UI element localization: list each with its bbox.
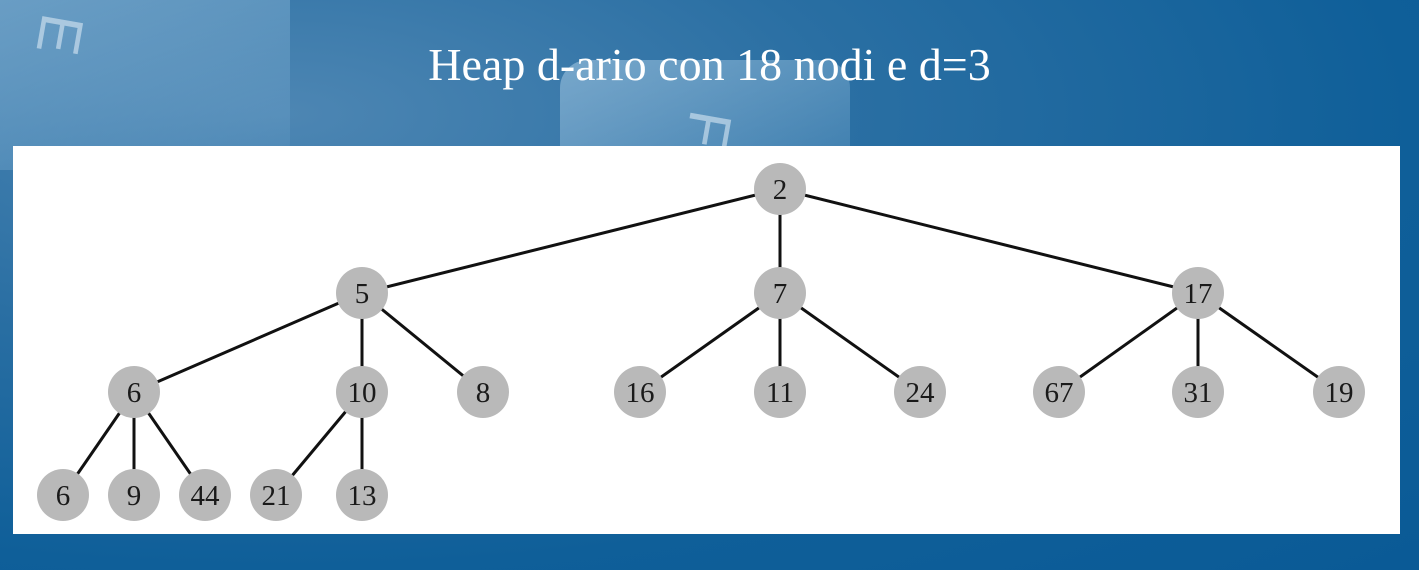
heap-node: 24 — [894, 366, 946, 418]
heap-node: 8 — [457, 366, 509, 418]
heap-node-label: 13 — [348, 480, 377, 512]
heap-node: 6 — [108, 366, 160, 418]
tree-edge — [133, 291, 363, 394]
background-keyboard-key — [0, 0, 290, 170]
heap-node-circle — [250, 469, 302, 521]
heap-node-label: 6 — [56, 480, 71, 512]
heap-node-label: 21 — [262, 480, 291, 512]
heap-node: 10 — [336, 366, 388, 418]
heap-node-circle — [1313, 366, 1365, 418]
heap-node: 9 — [108, 469, 160, 521]
heap-node-circle — [754, 366, 806, 418]
heap-node: 16 — [614, 366, 666, 418]
heap-node-circle — [614, 366, 666, 418]
heap-node-label: 67 — [1045, 377, 1074, 409]
heap-node: 2 — [754, 163, 806, 215]
heap-node: 7 — [754, 267, 806, 319]
heap-node-circle — [894, 366, 946, 418]
tree-edge — [1197, 291, 1340, 394]
heap-node-label: 8 — [476, 377, 491, 409]
heap-node-circle — [457, 366, 509, 418]
heap-node-circle — [336, 469, 388, 521]
heap-node-label: 11 — [766, 377, 794, 409]
heap-node: 6 — [37, 469, 89, 521]
heap-node-label: 6 — [127, 377, 142, 409]
heap-node-label: 5 — [355, 278, 370, 310]
heap-node-circle — [754, 267, 806, 319]
heap-node: 5 — [336, 267, 388, 319]
heap-node-circle — [336, 267, 388, 319]
heap-node-label: 17 — [1184, 278, 1213, 310]
heap-node-circle — [754, 163, 806, 215]
heap-node-label: 16 — [626, 377, 655, 409]
heap-node: 13 — [336, 469, 388, 521]
heap-node-circle — [108, 469, 160, 521]
slide-title: Heap d-ario con 18 nodi e d=3 — [428, 39, 991, 90]
heap-tree-diagram: 2 5 7 17 6 10 8 16 11 24 67 31 19 6 9 44 21 13 — [37, 163, 1365, 521]
heap-diagram-panel: 2 5 7 17 6 10 8 16 11 24 67 31 19 6 9 44 21 13 — [13, 146, 1400, 534]
heap-node: 11 — [754, 366, 806, 418]
heap-node: 21 — [250, 469, 302, 521]
heap-node-label: 19 — [1325, 377, 1354, 409]
heap-node-circle — [336, 366, 388, 418]
heap-node: 17 — [1172, 267, 1224, 319]
tree-edge — [361, 187, 781, 295]
heap-node-label: 7 — [773, 278, 788, 310]
tree-edge — [361, 291, 484, 394]
heap-node-circle — [37, 469, 89, 521]
heap-node-circle — [108, 366, 160, 418]
heap-node: 19 — [1313, 366, 1365, 418]
heap-node: 44 — [179, 469, 231, 521]
tree-edge — [1058, 291, 1199, 394]
tree-edge — [779, 291, 921, 394]
edges — [61, 187, 1340, 496]
heap-node: 67 — [1033, 366, 1085, 418]
heap-node-label: 24 — [906, 377, 936, 409]
heap-node-label: 10 — [348, 377, 377, 409]
heap-node-circle — [1033, 366, 1085, 418]
heap-node: 31 — [1172, 366, 1224, 418]
heap-node-label: 9 — [127, 480, 142, 512]
heap-node-label: 44 — [191, 480, 221, 512]
heap-node-label: 31 — [1184, 377, 1213, 409]
tree-edge — [779, 187, 1199, 295]
heap-node-circle — [1172, 366, 1224, 418]
heap-node-circle — [1172, 267, 1224, 319]
tree-edge — [639, 291, 781, 394]
heap-node-circle — [179, 469, 231, 521]
heap-node-label: 2 — [773, 174, 788, 206]
